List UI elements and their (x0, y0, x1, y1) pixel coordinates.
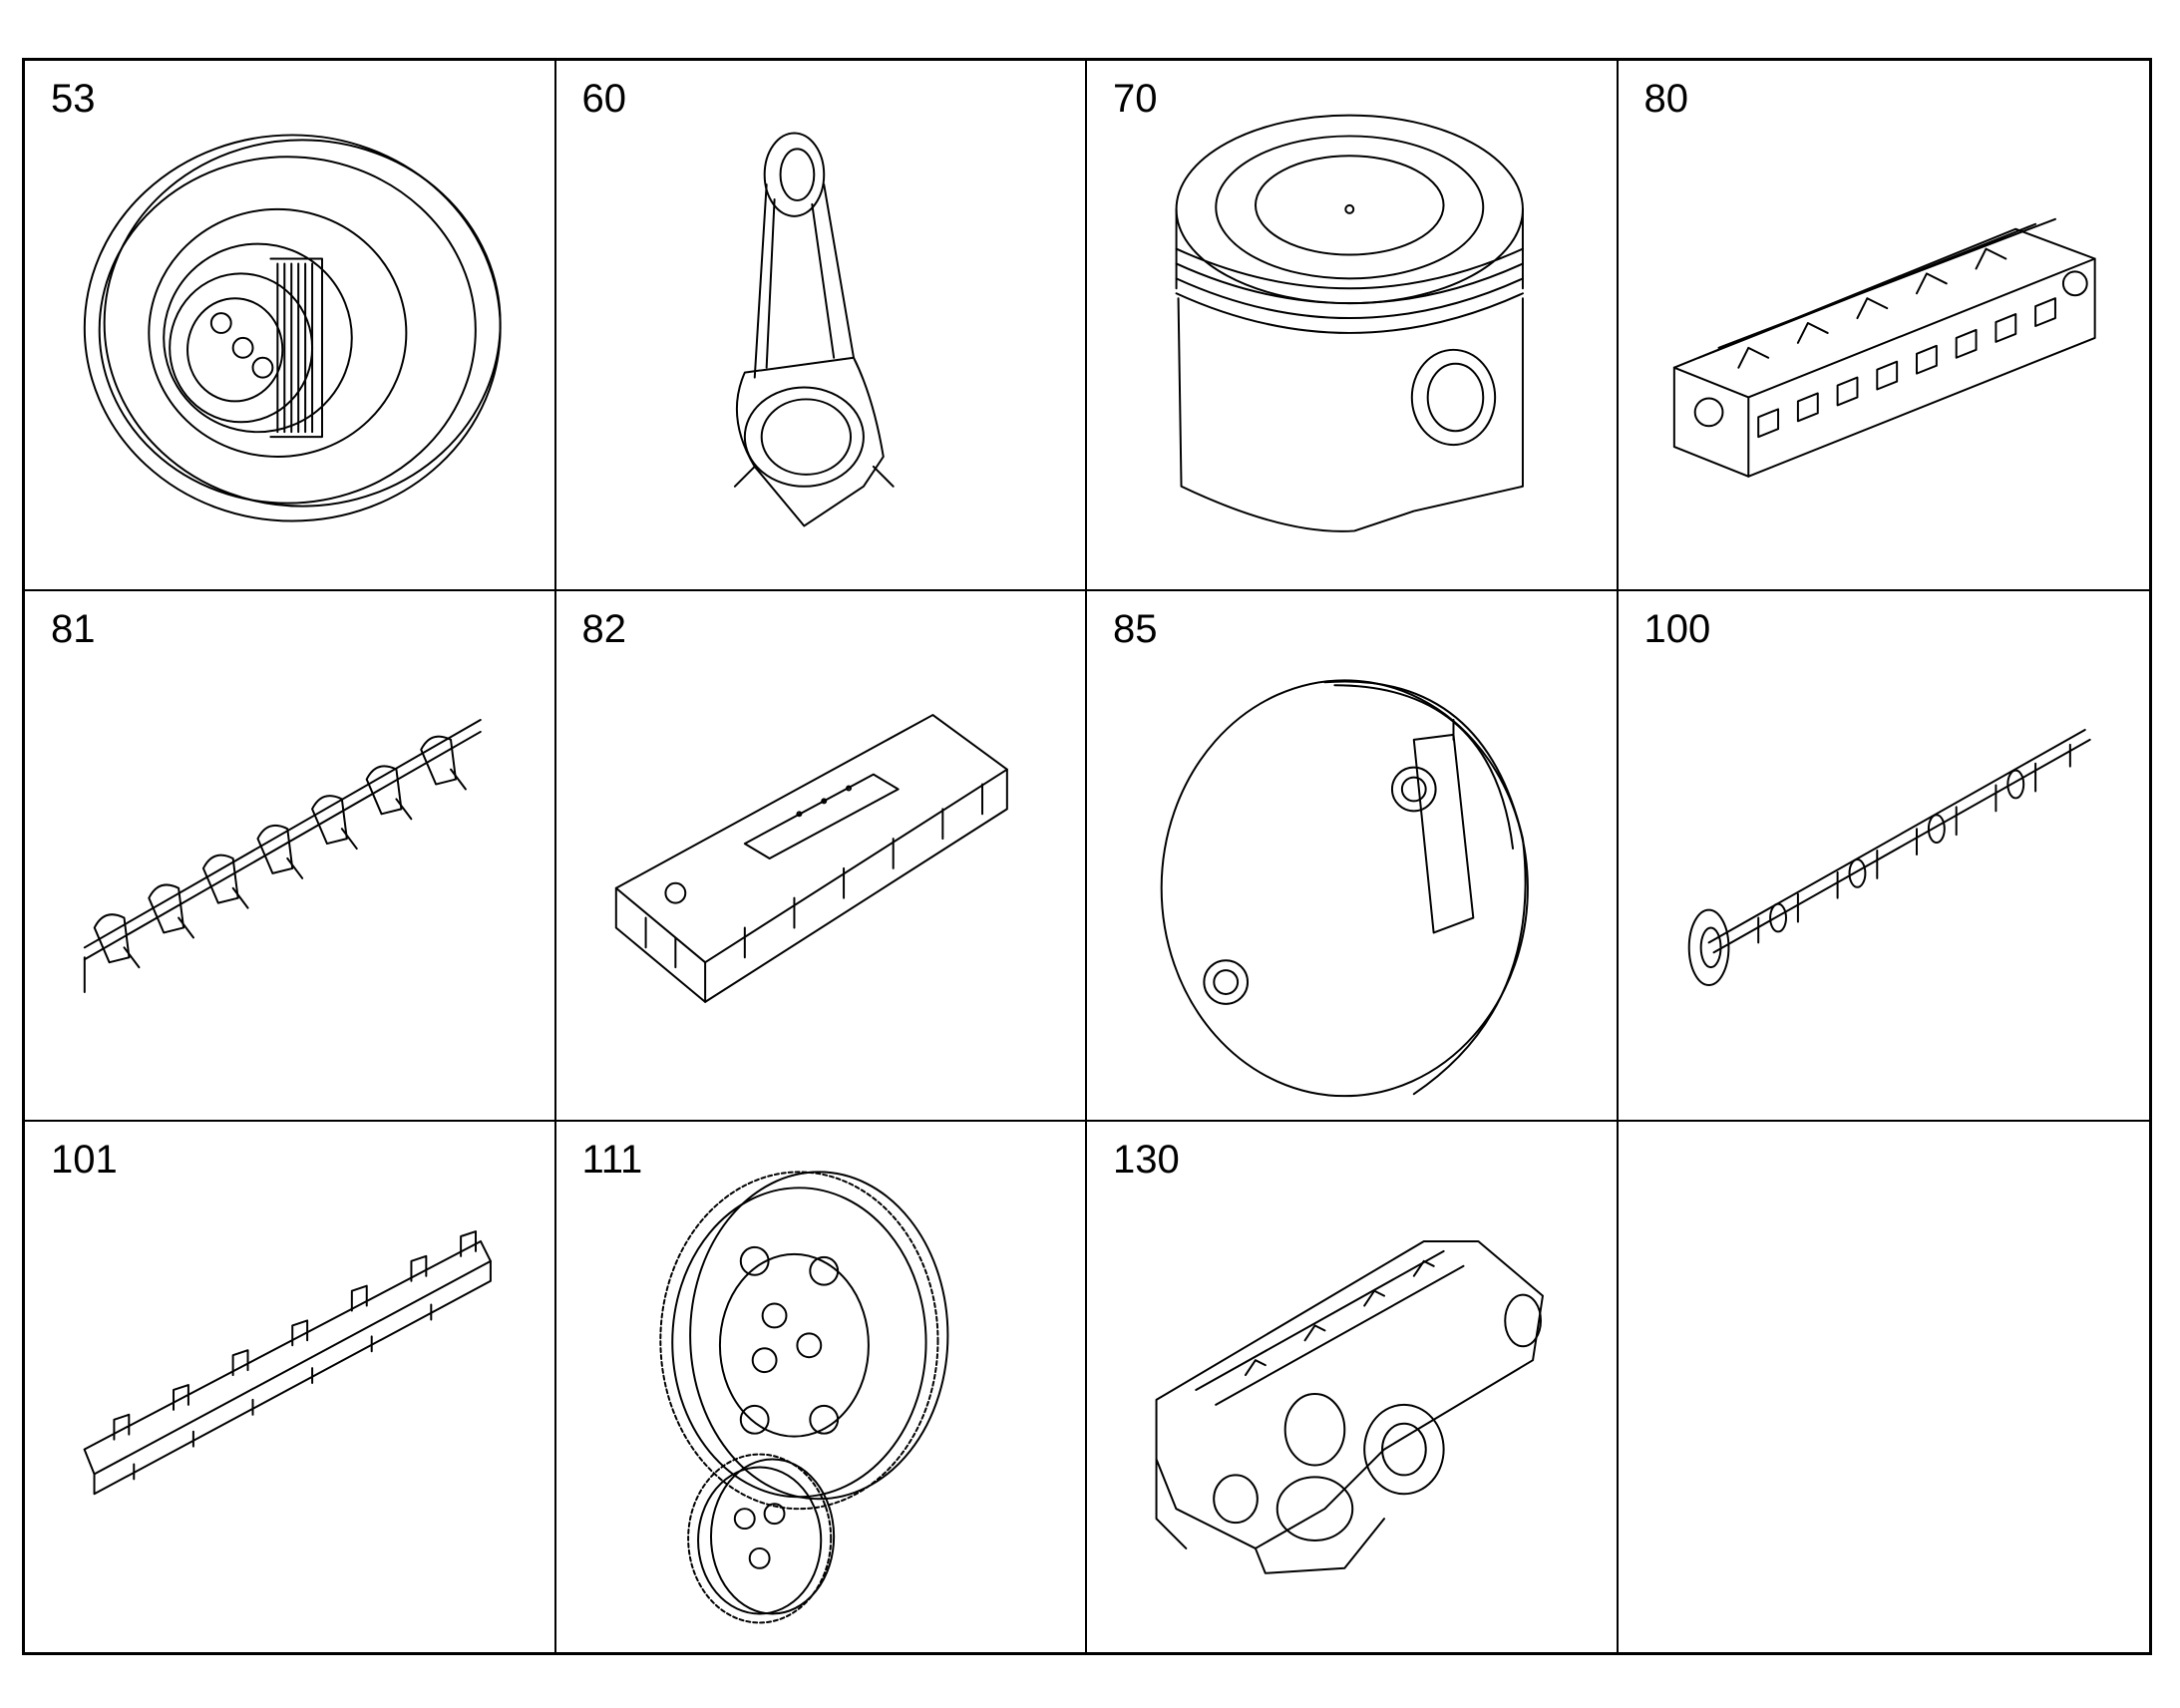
part-number: 111 (581, 1138, 643, 1182)
timing-gears-icon (556, 1122, 1086, 1652)
part-number: 70 (1113, 77, 1158, 121)
part-cell-130[interactable]: 130 (1087, 1122, 1619, 1652)
part-number: 53 (51, 77, 96, 121)
part-cell-80[interactable]: 80 (1618, 61, 2150, 591)
part-cell-111[interactable]: 111 (556, 1122, 1087, 1652)
rocker-shaft-icon (25, 1122, 554, 1652)
part-cell-85[interactable]: 85 (1087, 591, 1619, 1122)
part-number: 100 (1643, 607, 1711, 651)
part-cell-100[interactable]: 100 (1618, 591, 2150, 1122)
part-number: 85 (1113, 607, 1158, 651)
part-number: 60 (581, 77, 627, 121)
part-cell-60[interactable]: 60 (555, 61, 1087, 591)
part-cell-82[interactable]: 82 (555, 591, 1087, 1122)
part-number: 82 (581, 607, 627, 651)
camshaft-icon (1619, 591, 2150, 1120)
valve-cover-icon (556, 591, 1086, 1120)
parts-grid: 53 60 (22, 58, 2152, 1655)
part-number: 130 (1113, 1138, 1180, 1182)
part-cell-53[interactable]: 53 (25, 61, 556, 591)
crankshaft-damper-pulley-icon (25, 61, 554, 589)
vibration-damper-icon (1087, 591, 1617, 1120)
connecting-rod-icon (556, 61, 1086, 589)
rocker-arm-assembly-icon (25, 591, 554, 1120)
oil-pump-module-icon (1087, 1122, 1617, 1652)
part-number: 80 (1643, 77, 1689, 121)
part-number: 101 (51, 1138, 118, 1182)
part-cell-70[interactable]: 70 (1087, 61, 1619, 591)
part-cell-81[interactable]: 81 (25, 591, 556, 1122)
cylinder-head-icon (1619, 61, 2150, 589)
part-cell-101[interactable]: 101 (25, 1122, 556, 1652)
piston-icon (1087, 61, 1617, 589)
part-number: 81 (51, 607, 96, 651)
part-cell-empty (1619, 1122, 2150, 1652)
